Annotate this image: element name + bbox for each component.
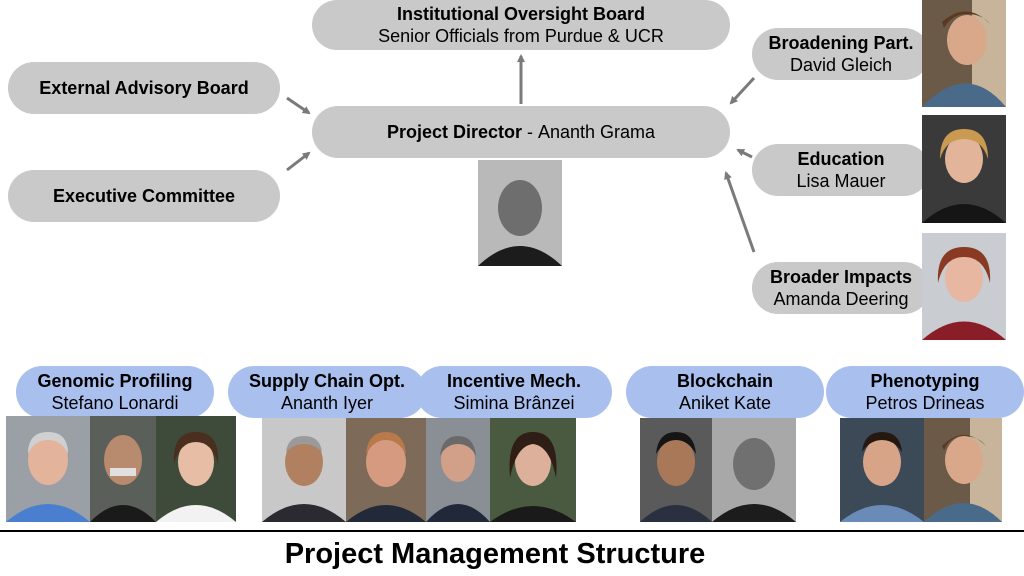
team-incentive-mech: Incentive Mech. Simina Brânzei	[416, 366, 612, 418]
broadening-title: Broadening Part.	[768, 33, 914, 53]
supply-chain-photo-2	[346, 418, 426, 522]
team-genomic-profiling: Genomic Profiling Stefano Lonardi	[16, 366, 214, 418]
team-phenotyping-name: Petros Drineas	[865, 393, 985, 413]
genomic-photo-3	[156, 416, 236, 522]
project-director-box: Project Director - Ananth Grama	[312, 106, 730, 158]
broader-impacts-title: Broader Impacts	[769, 267, 913, 287]
team-genomic-title: Genomic Profiling	[37, 371, 193, 391]
genomic-photo-1	[6, 416, 90, 522]
team-incentive-title: Incentive Mech.	[446, 371, 582, 391]
team-supply-chain: Supply Chain Opt. Ananth Iyer	[228, 366, 426, 418]
team-incentive-name: Simina Brânzei	[453, 393, 575, 413]
broader-impacts-photo	[922, 233, 1006, 340]
external-advisory-box: External Advisory Board	[8, 62, 280, 114]
team-phenotyping: Phenotyping Petros Drineas	[826, 366, 1024, 418]
executive-committee-title: Executive Committee	[52, 186, 236, 206]
education-photo	[922, 115, 1006, 223]
broadening-participation-box: Broadening Part. David Gleich	[752, 28, 930, 80]
project-director-title: Project Director	[386, 122, 522, 142]
phenotyping-photo-2	[924, 418, 1002, 522]
broadening-name: David Gleich	[789, 55, 893, 75]
team-blockchain-name: Aniket Kate	[678, 393, 772, 413]
footer-divider	[0, 530, 1024, 532]
executive-committee-box: Executive Committee	[8, 170, 280, 222]
broader-impacts-box: Broader Impacts Amanda Deering	[752, 262, 930, 314]
arrow-executive-to-director	[286, 151, 311, 172]
education-name: Lisa Mauer	[796, 171, 886, 191]
phenotyping-photo-1	[840, 418, 924, 522]
education-title: Education	[797, 149, 885, 169]
broadening-photo	[922, 0, 1006, 107]
broader-impacts-name: Amanda Deering	[773, 289, 909, 309]
team-phenotyping-title: Phenotyping	[870, 371, 980, 391]
supply-chain-photo-1	[262, 418, 346, 522]
oversight-board-title: Institutional Oversight Board	[396, 4, 646, 24]
incentive-photo-2	[490, 418, 576, 522]
project-director-separator: -	[521, 122, 538, 142]
arrow-external-to-director	[286, 96, 311, 115]
external-advisory-title: External Advisory Board	[39, 78, 249, 98]
project-director-name: Ananth Grama	[537, 122, 656, 142]
arrow-broadening-to-director	[729, 76, 756, 105]
team-genomic-name: Stefano Lonardi	[51, 393, 179, 413]
arrow-impacts-to-director	[724, 171, 756, 253]
team-supply-title: Supply Chain Opt.	[249, 371, 405, 391]
education-box: Education Lisa Mauer	[752, 144, 930, 196]
diagram-footer-title: Project Management Structure	[284, 538, 706, 570]
team-supply-name: Ananth Iyer	[280, 393, 374, 413]
team-blockchain: Blockchain Aniket Kate	[626, 366, 824, 418]
oversight-board-subtitle: Senior Officials from Purdue & UCR	[378, 26, 664, 46]
team-blockchain-title: Blockchain	[676, 371, 774, 391]
incentive-photo-1	[426, 418, 490, 522]
oversight-board-box: Institutional Oversight Board Senior Off…	[312, 0, 730, 50]
blockchain-photo-1	[640, 418, 712, 522]
arrow-education-to-director	[736, 148, 753, 159]
genomic-photo-2	[90, 416, 156, 522]
director-photo	[478, 160, 562, 266]
blockchain-photo-2	[712, 418, 796, 522]
